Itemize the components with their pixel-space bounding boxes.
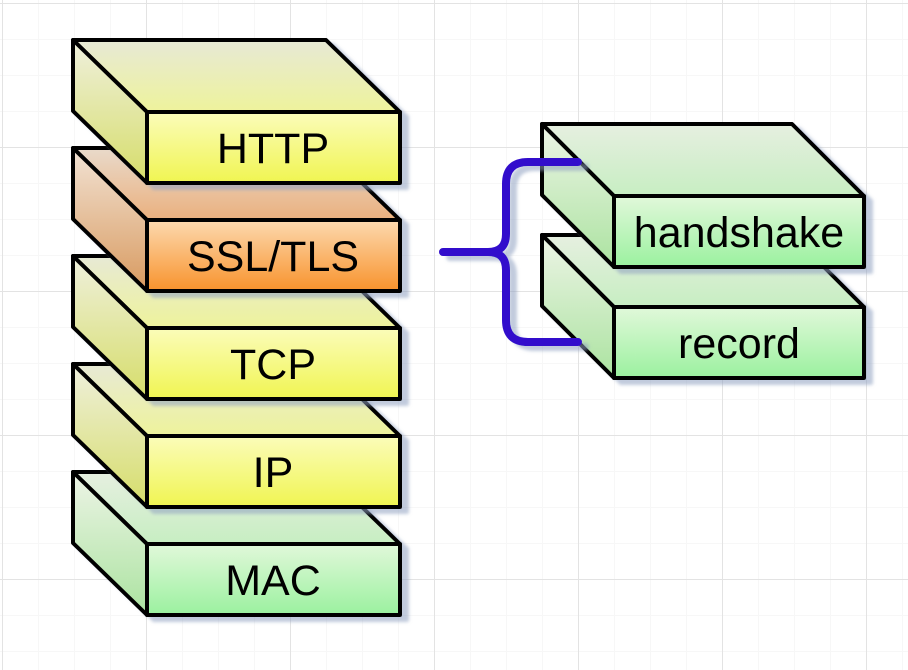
sublayer-label-record: record <box>678 320 800 368</box>
layer-label-ip: IP <box>253 449 294 497</box>
brace-path <box>439 158 582 346</box>
cube-front-face <box>612 305 866 380</box>
sublayer-label-handshake: handshake <box>634 209 844 257</box>
sublayer-box-handshake: handshake <box>540 122 866 269</box>
cube-front-face <box>145 434 402 509</box>
cube-front-face <box>145 542 402 617</box>
cube-front-face <box>145 326 402 401</box>
tls-brace-connector <box>439 158 582 346</box>
layer-box-http: HTTP <box>71 38 402 185</box>
cube-front-face <box>612 194 866 269</box>
layer-label-ssl-tls: SSL/TLS <box>187 233 359 281</box>
cube-front-face <box>145 110 402 185</box>
cube-front-face <box>145 218 402 293</box>
layer-label-mac: MAC <box>225 557 321 605</box>
layer-label-http: HTTP <box>217 125 329 173</box>
layer-label-tcp: TCP <box>230 341 316 389</box>
